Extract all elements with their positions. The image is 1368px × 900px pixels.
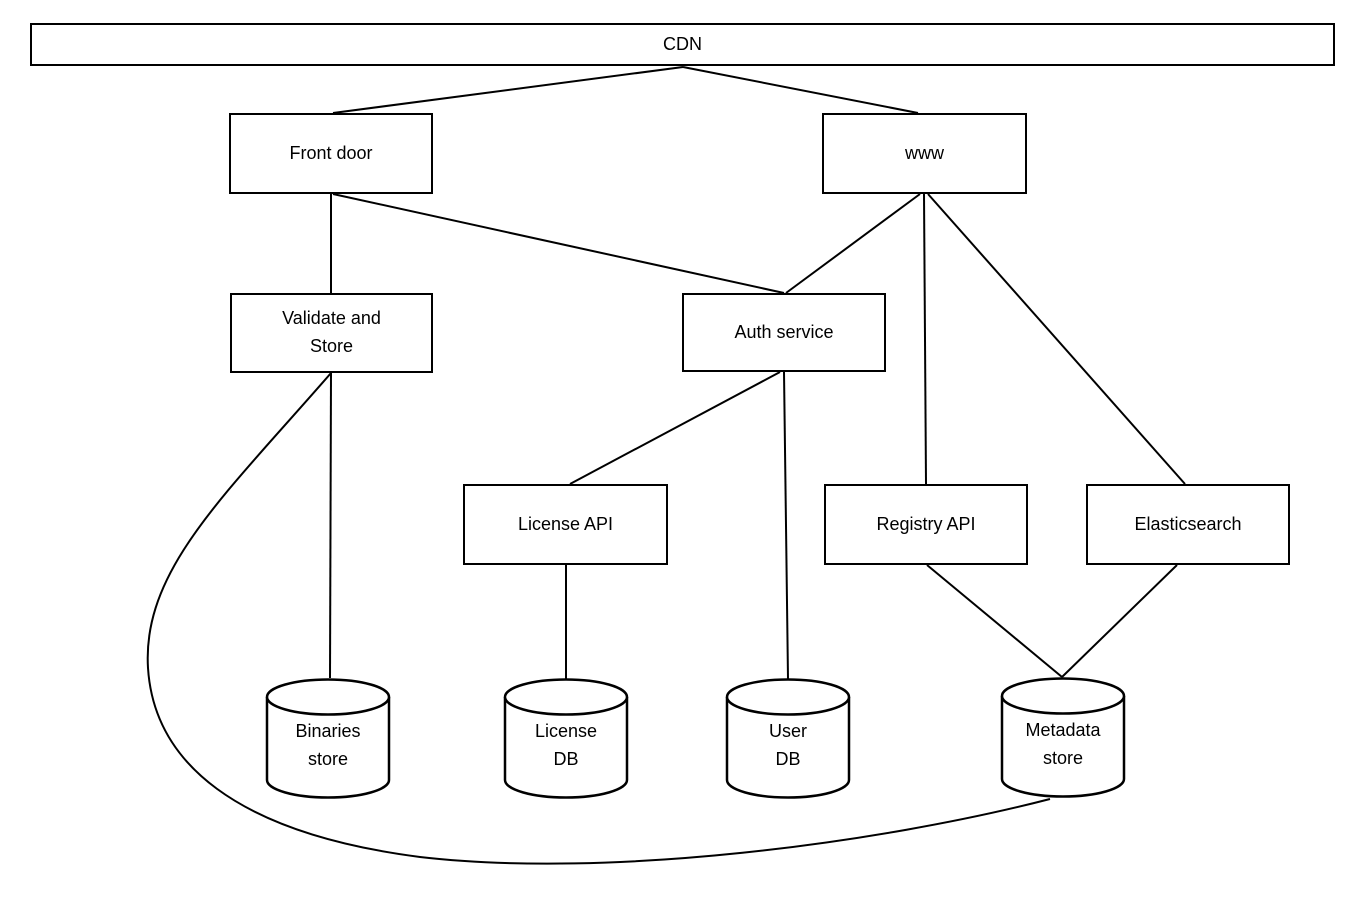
edge-www-elasticsearch: [927, 193, 1186, 485]
node-license-db: License DB: [503, 678, 629, 800]
edge-cdn-front-door: [332, 66, 684, 114]
cylinder-icon: [503, 678, 629, 799]
node-validate-and-store: Validate and Store: [230, 293, 433, 373]
node-front-door: Front door: [229, 113, 433, 194]
node-front-door-label: Front door: [289, 142, 373, 163]
node-cdn: CDN: [30, 23, 1335, 66]
edge-registry-api-metadata-store: [926, 564, 1063, 678]
edge-front-door-auth-service: [332, 193, 785, 294]
node-registry-api: Registry API: [824, 484, 1028, 565]
node-license-api-label: License API: [517, 513, 614, 534]
node-metadata-store-label: Metadata store: [1025, 720, 1101, 768]
node-metadata-store: Metadata store: [1000, 677, 1126, 799]
edge-elasticsearch-metadata-store: [1061, 564, 1178, 678]
edge-www-auth-service: [785, 193, 921, 294]
cylinder-icon: [1000, 677, 1126, 798]
node-auth-service-label: Auth service: [734, 321, 834, 342]
cylinder-icon: [725, 678, 851, 799]
edge-auth-service-license-api: [569, 371, 781, 485]
edge-validate-store-binaries-store: [329, 372, 332, 679]
node-auth-service: Auth service: [682, 293, 886, 372]
edge-www-registry-api: [923, 193, 927, 485]
node-elasticsearch-label: Elasticsearch: [1134, 513, 1242, 534]
edge-validate-store-metadata-store-curve: [146, 372, 1051, 865]
edge-cdn-www: [682, 66, 919, 114]
node-user-db: User DB: [725, 678, 851, 800]
node-user-db-label: User DB: [768, 721, 807, 769]
node-cdn-label: CDN: [663, 33, 702, 54]
node-binaries-store-label: Binaries store: [295, 721, 361, 769]
node-license-db-label: License DB: [534, 721, 598, 769]
node-license-api: License API: [463, 484, 668, 565]
edge-auth-service-user-db: [783, 371, 789, 680]
node-www: www: [822, 113, 1027, 194]
node-elasticsearch: Elasticsearch: [1086, 484, 1290, 565]
node-www-label: www: [905, 142, 944, 163]
cylinder-icon: [265, 678, 391, 799]
node-registry-api-label: Registry API: [876, 513, 976, 534]
node-validate-and-store-label: Validate and Store: [282, 308, 381, 356]
node-binaries-store: Binaries store: [265, 678, 391, 800]
